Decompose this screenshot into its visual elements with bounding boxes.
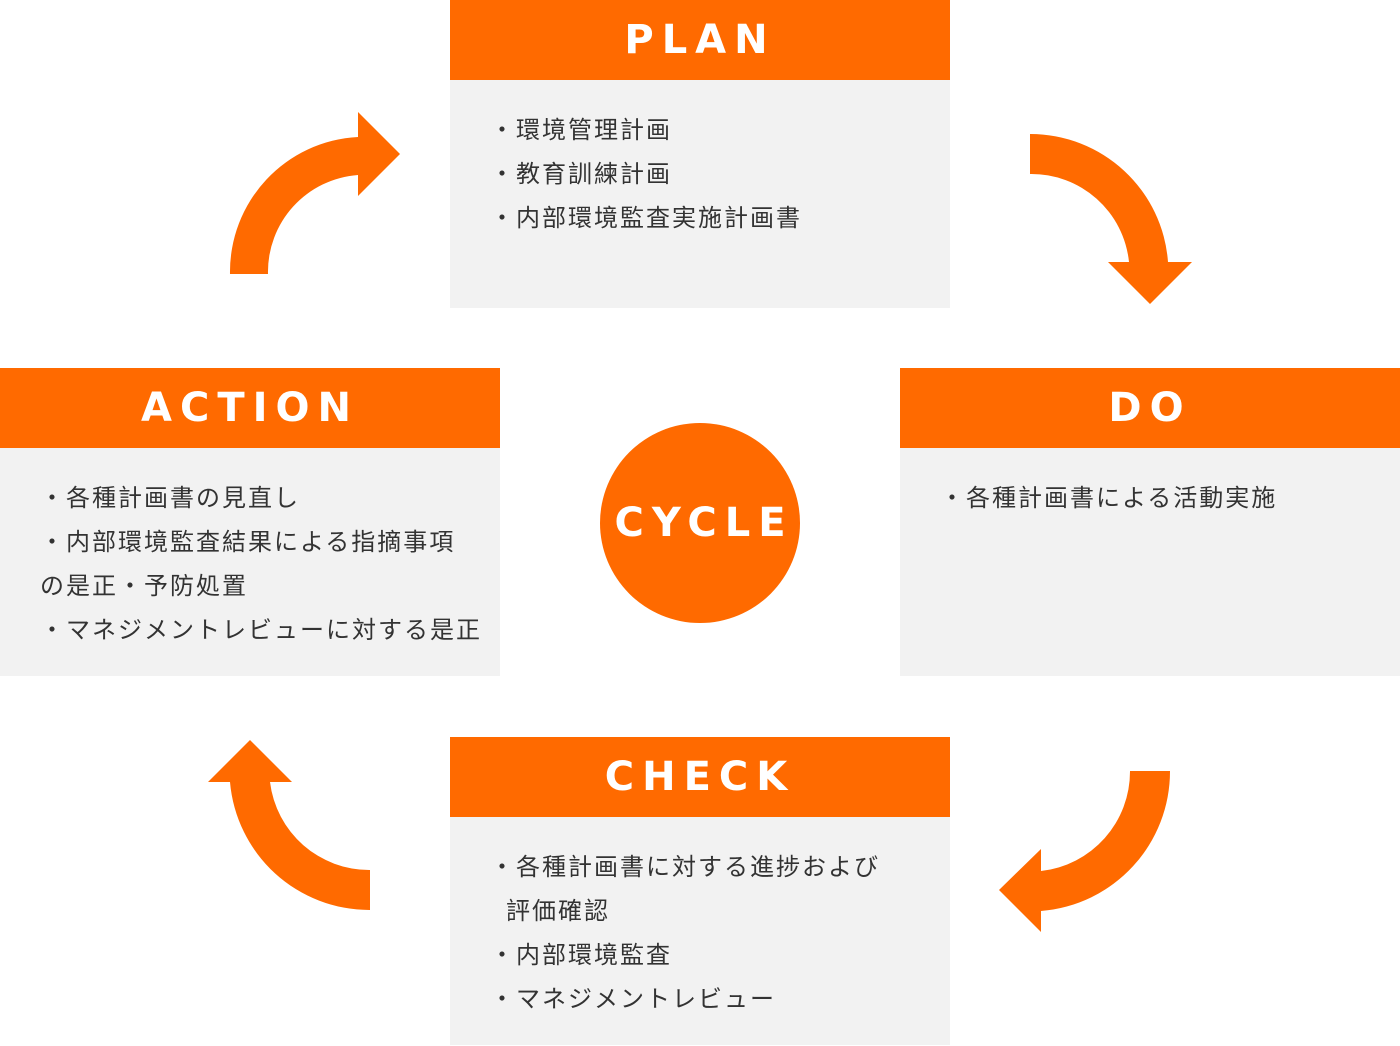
list-item: ・各種計画書に対する進捗および: [490, 853, 880, 881]
list-item: ・内部環境監査: [490, 941, 672, 969]
check-card: CHECK ・各種計画書に対する進捗および 評価確認 ・内部環境監査 ・マネジメ…: [450, 737, 950, 1045]
action-card: ACTION ・各種計画書の見直し ・内部環境監査結果による指摘事項 の是正・予…: [0, 368, 500, 676]
list-item: ・各種計画書の見直し: [40, 484, 300, 512]
list-item: ・教育訓練計画: [490, 160, 672, 188]
check-items: ・各種計画書に対する進捗および 評価確認 ・内部環境監査 ・マネジメントレビュー: [450, 817, 950, 1045]
arrow-check-to-action-icon: [208, 740, 370, 911]
check-title: CHECK: [450, 737, 950, 817]
plan-items: ・環境管理計画 ・教育訓練計画 ・内部環境監査実施計画書: [450, 80, 950, 308]
action-title: ACTION: [0, 368, 500, 448]
action-items: ・各種計画書の見直し ・内部環境監査結果による指摘事項 の是正・予防処置 ・マネ…: [0, 448, 500, 676]
list-item: 評価確認: [506, 897, 610, 925]
do-items: ・各種計画書による活動実施: [900, 448, 1400, 676]
do-card: DO ・各種計画書による活動実施: [900, 368, 1400, 676]
list-item: ・各種計画書による活動実施: [940, 484, 1278, 512]
arrow-do-to-check-icon: [999, 771, 1171, 932]
list-item: ・内部環境監査結果による指摘事項: [40, 528, 456, 556]
list-item: ・環境管理計画: [490, 116, 672, 144]
list-item: ・マネジメントレビューに対する是正: [40, 616, 482, 644]
arrow-action-to-plan-icon: [229, 112, 400, 274]
cycle-label: CYCLE: [614, 500, 794, 546]
list-item: ・マネジメントレビュー: [490, 985, 776, 1013]
plan-title: PLAN: [450, 0, 950, 80]
list-item: の是正・予防処置: [40, 572, 248, 600]
do-title: DO: [900, 368, 1400, 448]
list-item: ・内部環境監査実施計画書: [490, 204, 802, 232]
arrow-plan-to-do-icon: [1030, 133, 1192, 304]
plan-card: PLAN ・環境管理計画 ・教育訓練計画 ・内部環境監査実施計画書: [450, 0, 950, 308]
cycle-center-circle: CYCLE: [600, 423, 800, 623]
